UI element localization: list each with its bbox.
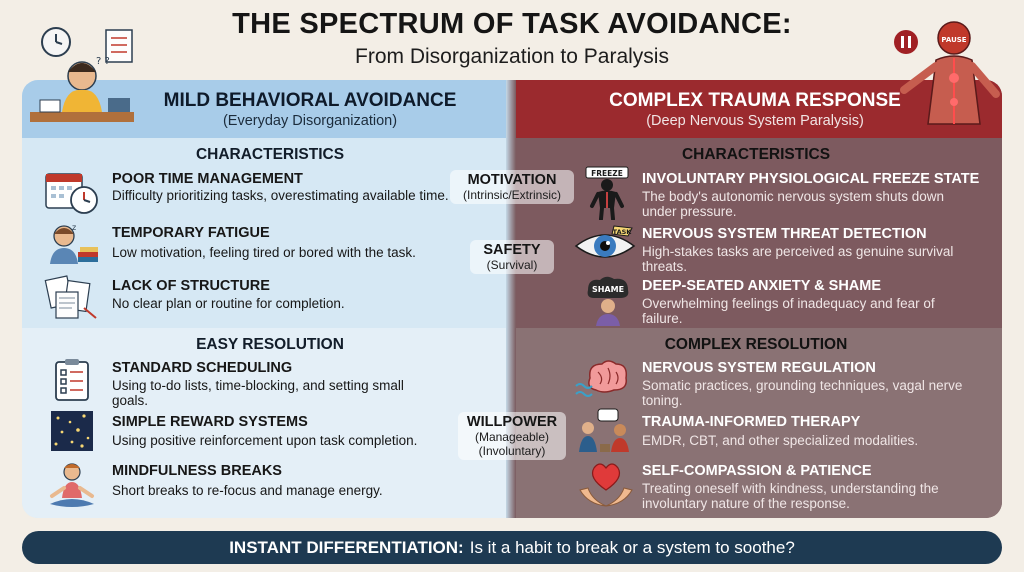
characteristic-title: LACK OF STRUCTURE: [112, 278, 270, 294]
characteristic-description: No clear plan or routine for completion.: [112, 296, 345, 311]
characteristic-description: Difficulty prioritizing tasks, overestim…: [112, 188, 449, 203]
freeze-body-icon: FREEZE: [582, 166, 632, 220]
center-label-motivation: MOTIVATION (Intrinsic/Extrinsic): [450, 170, 574, 204]
center-label-safety: SAFETY (Survival): [470, 240, 554, 274]
resolution-title: SIMPLE REWARD SYSTEMS: [112, 414, 308, 430]
freeze-label: FREEZE: [591, 169, 623, 178]
calendar-clock-icon: [44, 170, 100, 216]
resolution-description: EMDR, CBT, and other specialized modalit…: [642, 433, 919, 448]
resolution-title: SELF-COMPASSION & PATIENCE: [642, 463, 872, 479]
left-resolution-heading: EASY RESOLUTION: [196, 336, 344, 353]
heart-hands-icon: [578, 460, 634, 510]
center-label-willpower: WILLPOWER (Manageable) (Involuntary): [458, 412, 566, 460]
banner-bold-text: INSTANT DIFFERENTIATION:: [229, 537, 464, 557]
center-label-sub-2: (Involuntary): [478, 444, 546, 458]
panel-divider: [506, 80, 516, 518]
left-panel-header: [22, 80, 518, 138]
stressed-person-at-desk-icon: ? ?: [26, 24, 138, 136]
characteristic-title: NERVOUS SYSTEM THREAT DETECTION: [642, 226, 927, 242]
stars-icon: [50, 410, 94, 452]
characteristic-title: INVOLUNTARY PHYSIOLOGICAL FREEZE STATE: [642, 171, 980, 187]
resolution-title: TRAUMA-INFORMED THERAPY: [642, 414, 861, 430]
center-label-main: SAFETY: [483, 242, 541, 258]
resolution-description: Using to-do lists, time-blocking, and se…: [112, 378, 404, 408]
right-panel-subtitle: (Deep Nervous System Paralysis): [646, 113, 864, 129]
brain-waves-icon: [574, 356, 636, 400]
center-label-main: WILLPOWER: [466, 414, 558, 430]
characteristic-title: POOR TIME MANAGEMENT: [112, 171, 303, 187]
right-panel-header: [510, 80, 1002, 138]
bottom-banner: INSTANT DIFFERENTIATION: Is it a habit t…: [22, 531, 1002, 564]
page-title: THE SPECTRUM OF TASK AVOIDANCE:: [232, 8, 792, 40]
resolution-description: Using positive reinforcement upon task c…: [112, 433, 418, 448]
left-panel-subtitle: (Everyday Disorganization): [222, 113, 398, 129]
svg-text:? ?: ? ?: [96, 56, 110, 67]
characteristic-title: TEMPORARY FATIGUE: [112, 225, 270, 241]
center-label-sub: (Intrinsic/Extrinsic): [462, 188, 561, 202]
shame-cloud-icon: SHAME: [582, 274, 634, 326]
task-label: TASK: [613, 228, 633, 236]
center-label-sub: (Manageable): [474, 430, 550, 444]
left-characteristics-heading: CHARACTERISTICS: [195, 146, 345, 163]
characteristic-description: High-stakes tasks are perceived as genui…: [642, 244, 954, 274]
resolution-description: Somatic practices, grounding techniques,…: [642, 378, 963, 408]
characteristic-description: Low motivation, feeling tired or bored w…: [112, 245, 416, 260]
right-characteristics-heading: CHARACTERISTICS: [681, 146, 831, 163]
left-panel-title: MILD BEHAVIORAL AVOIDANCE: [163, 90, 457, 111]
checklist-icon: [50, 358, 94, 402]
banner-text: Is it a habit to break or a system to so…: [469, 537, 795, 557]
resolution-title: NERVOUS SYSTEM REGULATION: [642, 360, 876, 376]
right-panel-title: COMPLEX TRAUMA RESPONSE: [609, 90, 901, 111]
resolution-title: STANDARD SCHEDULING: [112, 360, 293, 376]
resolution-description: Short breaks to re-focus and manage ener…: [112, 483, 383, 498]
page-subtitle: From Disorganization to Paralysis: [355, 45, 669, 68]
tired-person-icon: z: [46, 222, 100, 266]
characteristic-description: The body's autonomic nervous system shut…: [642, 189, 944, 219]
scattered-papers-icon: [44, 272, 100, 320]
left-resolution-section: [22, 328, 518, 518]
right-resolution-heading: COMPLEX RESOLUTION: [664, 336, 848, 353]
svg-text:z: z: [72, 223, 76, 232]
center-label-main: MOTIVATION: [467, 172, 557, 188]
therapy-session-icon: [574, 408, 636, 454]
right-resolution-section: [510, 328, 1002, 518]
center-label-sub: (Survival): [486, 258, 538, 272]
resolution-title: MINDFULNESS BREAKS: [112, 463, 282, 479]
meditation-icon: [44, 460, 100, 510]
shame-label: SHAME: [592, 285, 624, 294]
nervous-system-figure-icon: PAUSE: [884, 14, 1008, 134]
eye-threat-icon: TASK: [574, 222, 636, 268]
characteristic-title: DEEP-SEATED ANXIETY & SHAME: [642, 278, 882, 294]
pause-label: PAUSE: [941, 36, 966, 44]
characteristic-description: Overwhelming feelings of inadequacy and …: [642, 296, 935, 326]
resolution-description: Treating oneself with kindness, understa…: [642, 481, 939, 511]
